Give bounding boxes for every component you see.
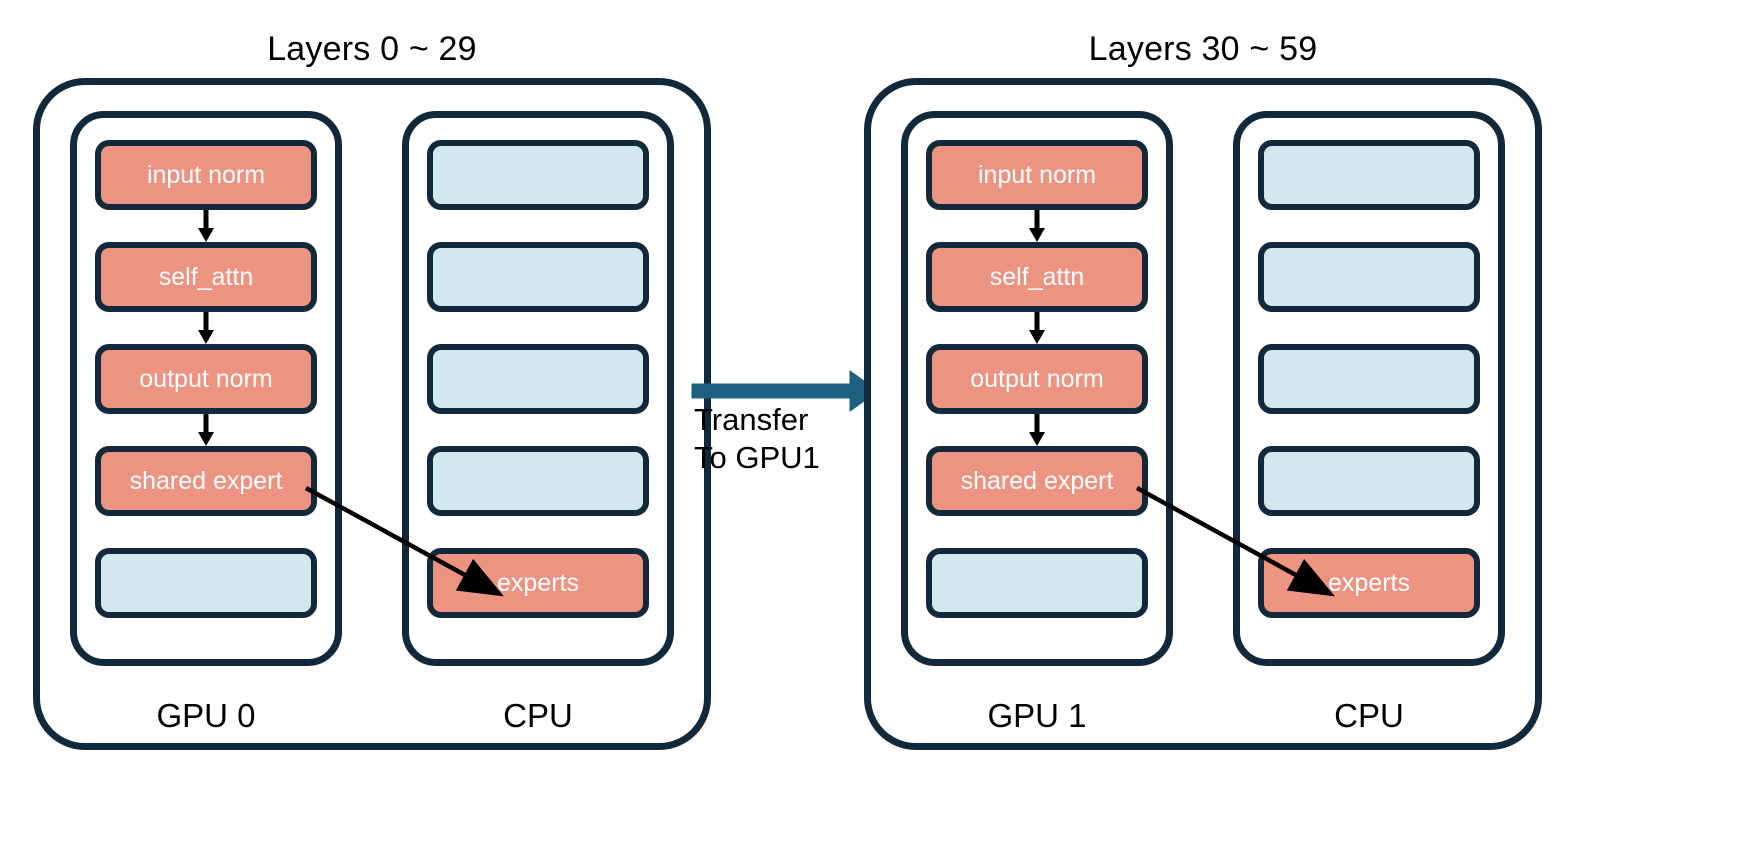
panel-left-outer-box: input norm self_attn bbox=[33, 78, 711, 750]
block-slot bbox=[1258, 242, 1480, 312]
column-gpu0: input norm self_attn bbox=[70, 111, 342, 666]
block-slot bbox=[95, 548, 317, 618]
panel-left-columns: input norm self_attn bbox=[40, 85, 704, 743]
block-self-attn[interactable]: self_attn bbox=[926, 242, 1148, 312]
block-slot: experts bbox=[1258, 548, 1480, 618]
block-empty-placeholder[interactable] bbox=[95, 548, 317, 618]
block-offloaded-expert[interactable] bbox=[427, 140, 649, 210]
column-cpu0: experts bbox=[402, 111, 674, 666]
block-slot bbox=[427, 242, 649, 312]
block-offloaded-expert[interactable] bbox=[427, 446, 649, 516]
flow-arrow-icon bbox=[198, 210, 214, 242]
panel-left-title: Layers 0 ~ 29 bbox=[267, 30, 477, 68]
block-output-norm[interactable]: output norm bbox=[95, 344, 317, 414]
caption-cpu1: CPU bbox=[1334, 697, 1404, 734]
block-experts[interactable]: experts bbox=[1258, 548, 1480, 618]
transfer-label-line1: Transfer bbox=[694, 402, 809, 437]
block-slot: shared expert bbox=[926, 446, 1148, 516]
flow-arrow-icon bbox=[1029, 312, 1045, 344]
block-shared-expert[interactable]: shared expert bbox=[95, 446, 317, 516]
panel-right-title: Layers 30 ~ 59 bbox=[1088, 30, 1318, 68]
block-slot: input norm bbox=[926, 140, 1148, 242]
block-input-norm[interactable]: input norm bbox=[95, 140, 317, 210]
block-offloaded-expert[interactable] bbox=[1258, 446, 1480, 516]
flow-arrow-icon bbox=[198, 312, 214, 344]
block-output-norm[interactable]: output norm bbox=[926, 344, 1148, 414]
block-slot bbox=[926, 548, 1148, 618]
block-offloaded-expert[interactable] bbox=[427, 242, 649, 312]
block-slot: self_attn bbox=[926, 242, 1148, 344]
block-slot: input norm bbox=[95, 140, 317, 242]
flow-arrow-icon bbox=[1029, 210, 1045, 242]
block-offloaded-expert[interactable] bbox=[1258, 140, 1480, 210]
block-empty-placeholder[interactable] bbox=[926, 548, 1148, 618]
panel-right-outer-box: input norm self_attn bbox=[864, 78, 1542, 750]
block-slot: output norm bbox=[95, 344, 317, 446]
column-cpu1: experts bbox=[1233, 111, 1505, 666]
caption-gpu0: GPU 0 bbox=[156, 697, 256, 734]
block-offloaded-expert[interactable] bbox=[1258, 344, 1480, 414]
flow-arrow-icon bbox=[198, 414, 214, 446]
column-gpu1: input norm self_attn bbox=[901, 111, 1173, 666]
block-offloaded-expert[interactable] bbox=[1258, 242, 1480, 312]
block-slot bbox=[1258, 446, 1480, 516]
panel-right-captions: GPU 1 CPU bbox=[871, 697, 1535, 735]
block-slot: output norm bbox=[926, 344, 1148, 446]
block-slot: self_attn bbox=[95, 242, 317, 344]
transfer-label-line2: To GPU1 bbox=[694, 440, 820, 476]
block-experts[interactable]: experts bbox=[427, 548, 649, 618]
block-slot: experts bbox=[427, 548, 649, 618]
block-slot bbox=[1258, 140, 1480, 210]
block-slot: shared expert bbox=[95, 446, 317, 516]
block-slot bbox=[427, 344, 649, 414]
panel-left: Layers 0 ~ 29 input norm self_attn bbox=[33, 30, 711, 770]
block-offloaded-expert[interactable] bbox=[427, 344, 649, 414]
block-shared-expert[interactable]: shared expert bbox=[926, 446, 1148, 516]
caption-cpu0: CPU bbox=[503, 697, 573, 734]
block-self-attn[interactable]: self_attn bbox=[95, 242, 317, 312]
block-input-norm[interactable]: input norm bbox=[926, 140, 1148, 210]
block-slot bbox=[427, 446, 649, 516]
block-slot bbox=[427, 140, 649, 210]
flow-arrow-icon bbox=[1029, 414, 1045, 446]
block-slot bbox=[1258, 344, 1480, 414]
panel-right: Layers 30 ~ 59 input norm self_attn bbox=[864, 30, 1542, 770]
caption-gpu1: GPU 1 bbox=[987, 697, 1087, 734]
panel-right-columns: input norm self_attn bbox=[871, 85, 1535, 743]
panel-left-captions: GPU 0 CPU bbox=[40, 697, 704, 735]
